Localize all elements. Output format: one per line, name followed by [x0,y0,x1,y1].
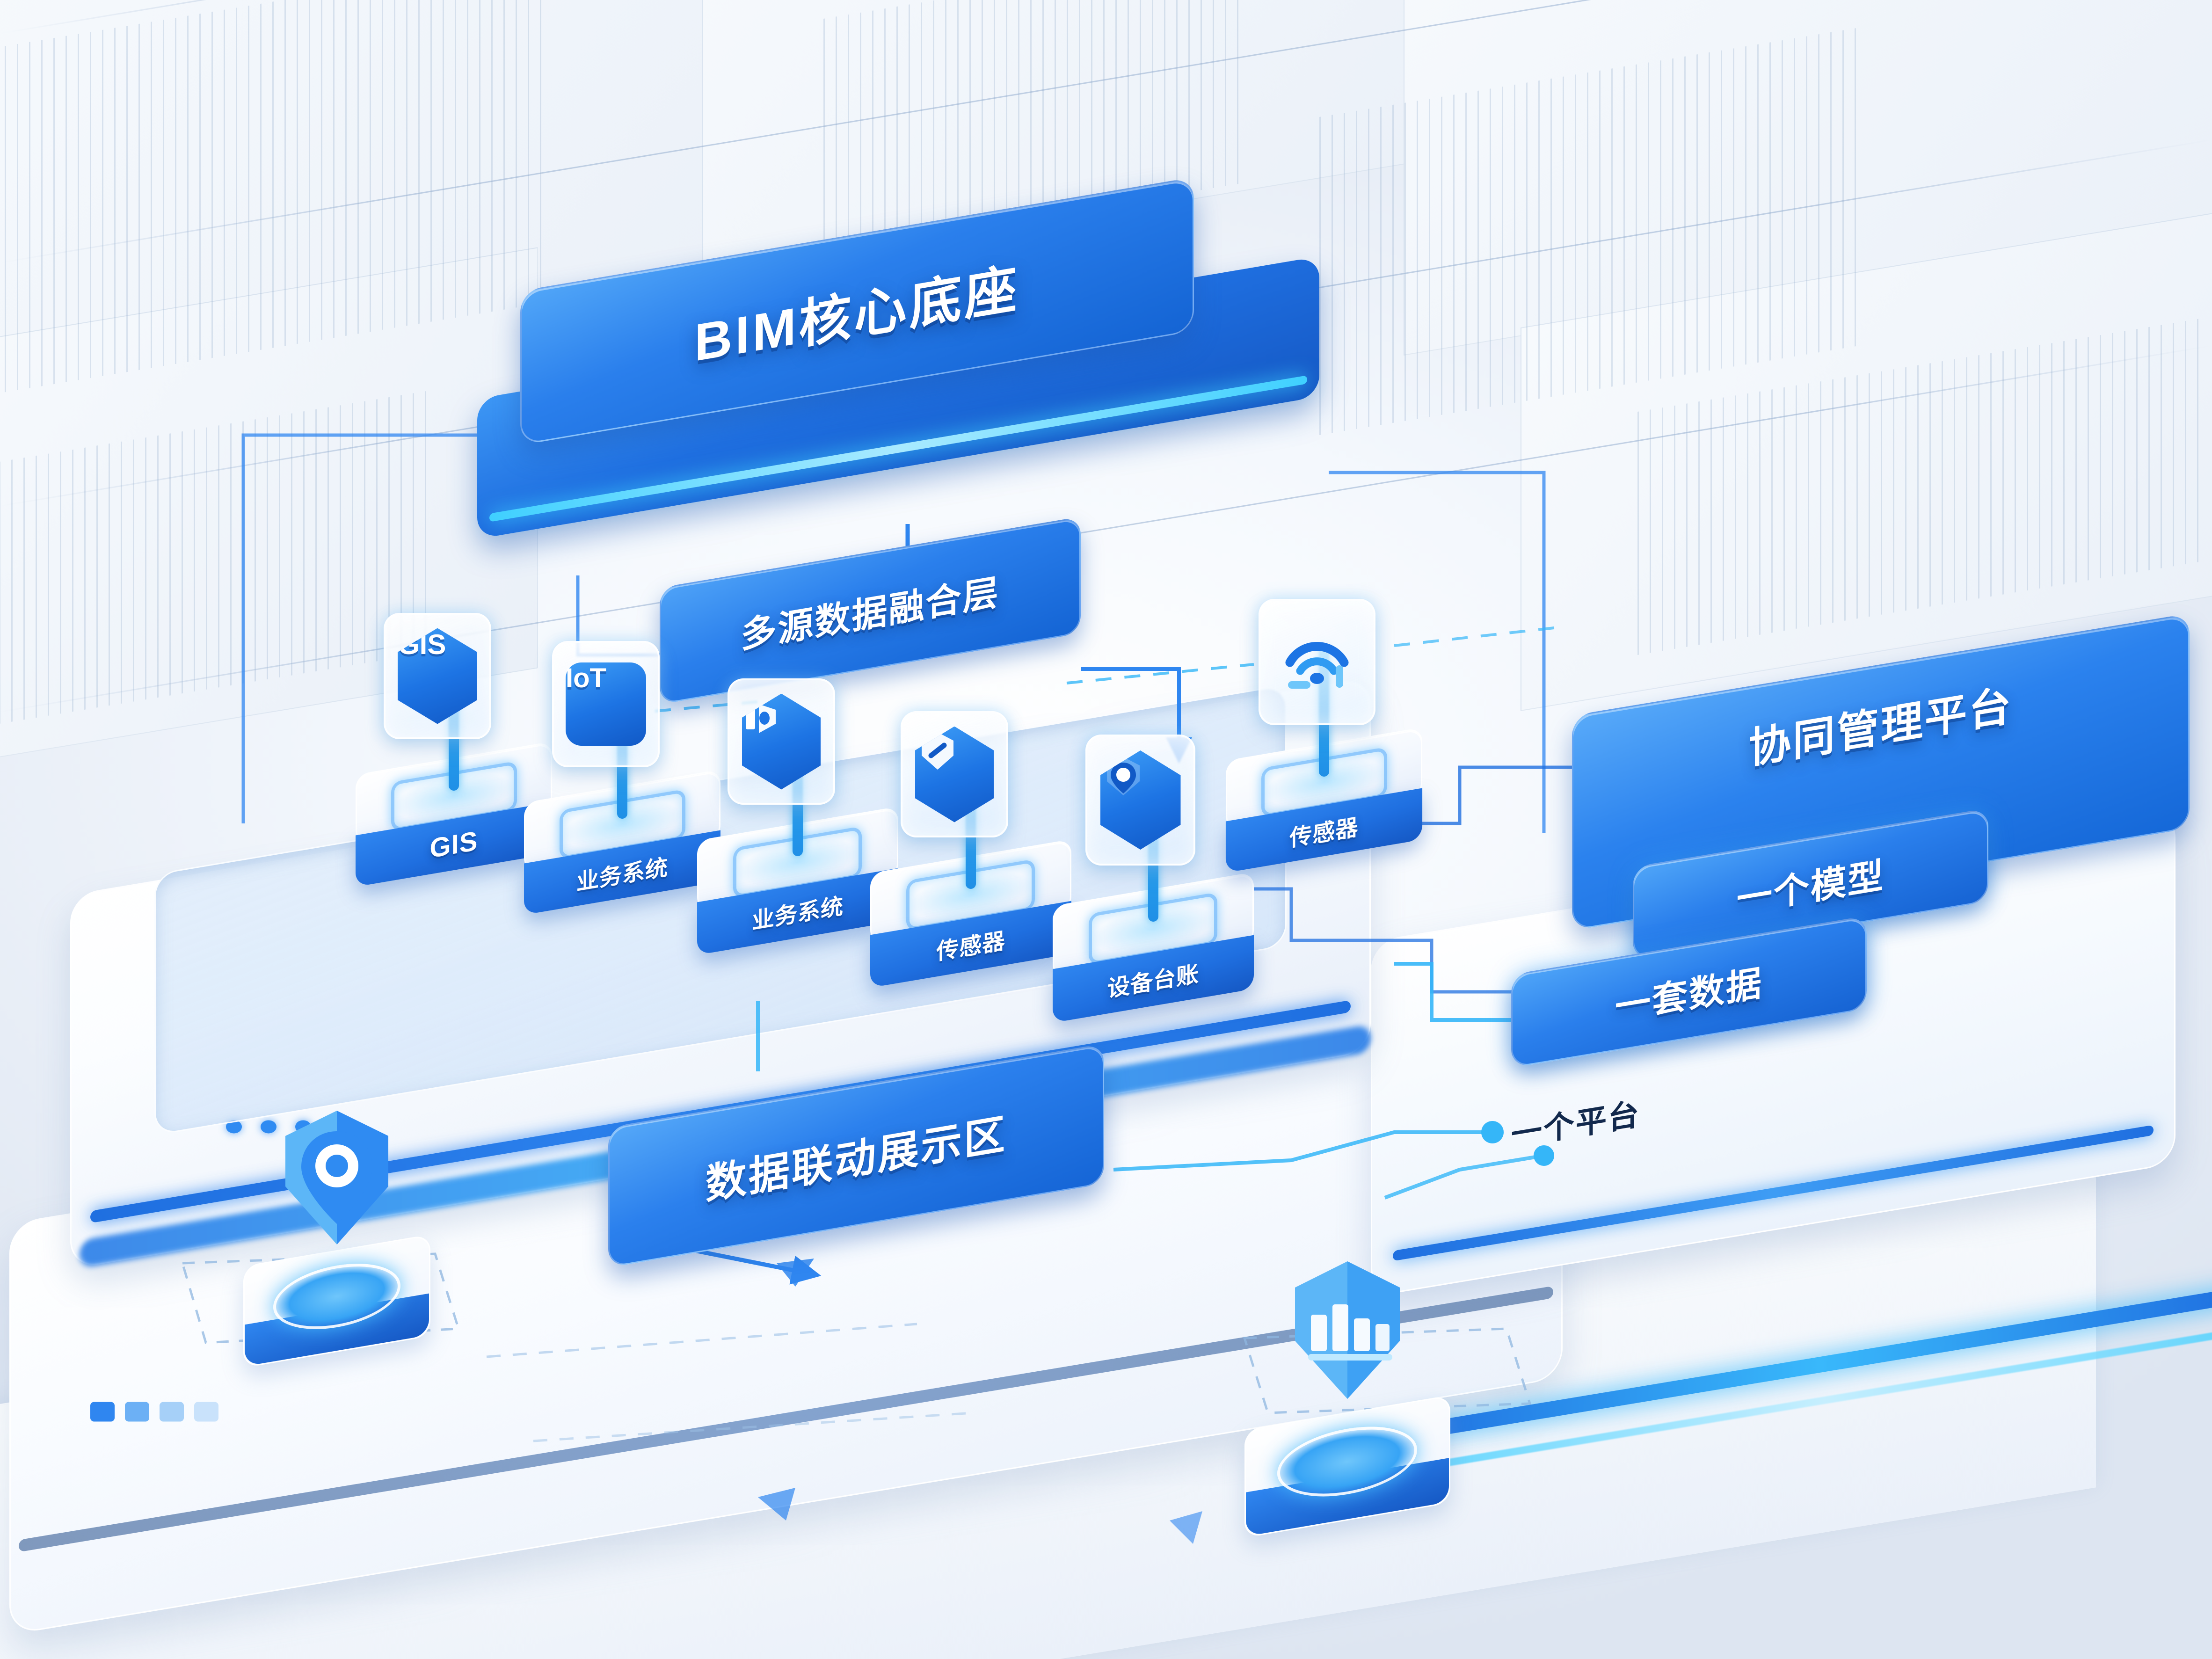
iot-icon-text: IoT [566,663,606,693]
pedestal-label: 业务系统 [576,855,668,895]
source-pedestal-iot[interactable]: 业务系统 [524,678,720,915]
source-pedestal-gis[interactable]: GIS [356,650,552,887]
corner-pedestal-map-pin[interactable] [243,1111,430,1368]
pedestal-label: GIS [429,825,478,864]
pedestal-label: 传感器 [1289,815,1359,851]
location-hexagon-icon [1100,750,1181,850]
collab-platform-title: 协同管理平台 [1749,682,2013,773]
source-pedestal-biz[interactable]: 业务系统 [697,711,898,955]
wifi-signal-icon [1280,626,1354,699]
bar-chart-cube-icon [1277,1254,1418,1415]
source-pedestal-ledger[interactable]: 设备台账 [1053,772,1254,1023]
icon-card-sensor[interactable] [901,711,1008,837]
source-pedestal-sensor2[interactable]: 传感器 [1226,646,1422,873]
shield-hexagon-icon [915,726,994,822]
source-pedestal-sensor[interactable]: 传感器 [870,744,1071,988]
corner-pedestal-bar-chart[interactable] [1244,1261,1450,1538]
collab-pill-label: 一个模型 [1737,855,1885,920]
fusion-layer-card[interactable]: 多源数据融合层 [660,516,1081,705]
bim-core-group: BIM核心底座 [477,177,1366,539]
gis-hexagon-icon: GIS [398,628,477,724]
pedestal-label: 业务系统 [751,894,844,935]
icon-card-ledger[interactable] [1085,735,1195,866]
icon-card-iot[interactable]: IoT [552,641,660,767]
icon-card-biz[interactable] [728,678,835,805]
icon-card-sensor2[interactable] [1259,599,1375,725]
location-pin-icon [271,1104,402,1261]
collab-pill-label: 一套数据 [1615,963,1763,1028]
bim-core-title: BIM核心底座 [694,259,1020,372]
iot-square-icon: IoT [566,662,646,746]
pedestal-label: 传感器 [936,929,1005,966]
fusion-layer-title: 多源数据融合层 [741,572,1000,656]
base-indicator-squares [90,1402,218,1422]
pedestal-label: 设备台账 [1107,961,1199,1002]
icon-card-gis[interactable]: GIS [384,613,491,739]
database-hexagon-icon [742,693,821,790]
gis-icon-text: GIS [398,628,446,660]
display-area-title: 数据联动展示区 [705,1110,1007,1208]
